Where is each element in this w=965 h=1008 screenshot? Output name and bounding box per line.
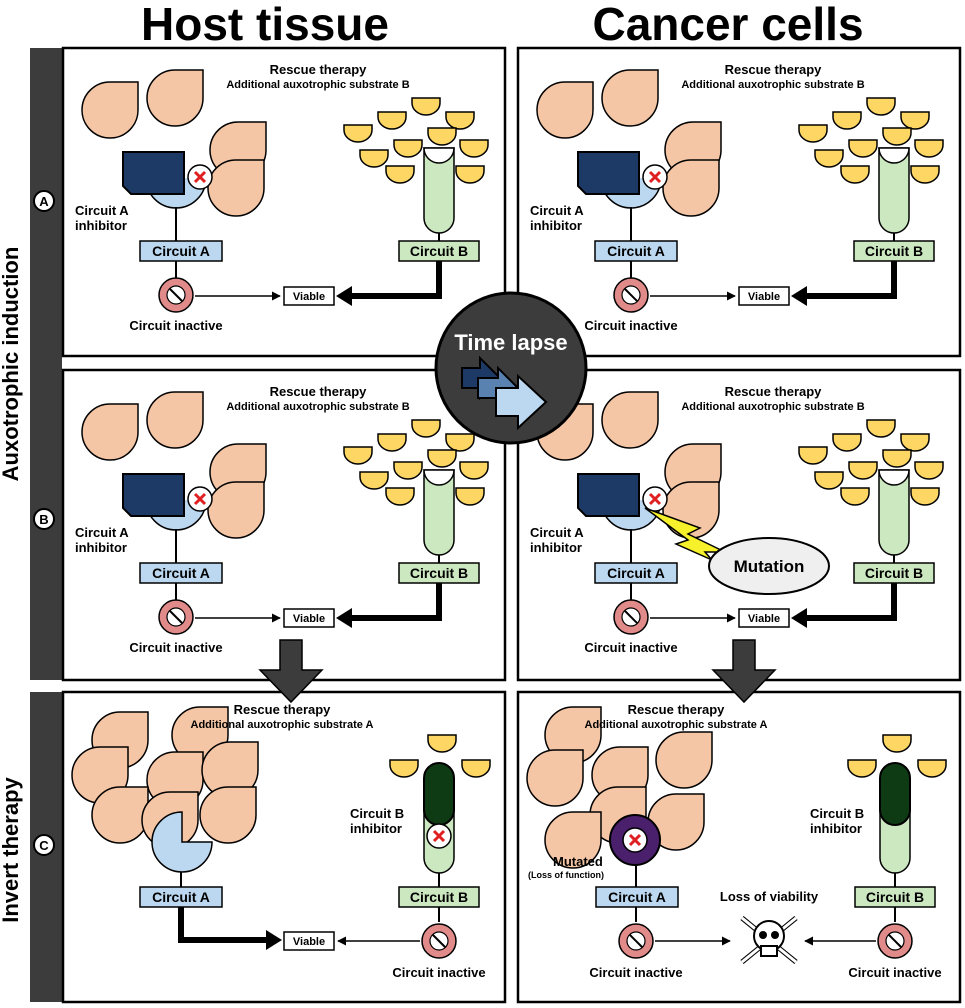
substrate-b-label: Additional auxotrophic substrate B <box>226 79 409 91</box>
down-arrow-host <box>258 639 324 704</box>
substrate-a-label: Additional auxotrophic substrate A <box>191 719 374 731</box>
circuit-b-box: Circuit B <box>866 889 924 905</box>
circuit-a-box: Circuit A <box>152 565 210 581</box>
circuit-b-box: Circuit B <box>865 565 923 581</box>
inhibitor-a-label-2: inhibitor <box>75 218 127 233</box>
svg-text:C: C <box>39 838 49 853</box>
svg-text:B: B <box>39 512 48 527</box>
substrate-b-label: Additional auxotrophic substrate B <box>681 79 864 91</box>
substrate-b-label: Additional auxotrophic substrate B <box>681 401 864 413</box>
inactive-label: Circuit inactive <box>584 318 677 333</box>
mutation-callout: Mutation <box>644 507 830 595</box>
panel-b-cancer-labels: Rescue therapy Additional auxotrophic su… <box>530 384 923 655</box>
time-lapse-badge: Time lapse <box>434 291 588 445</box>
viable-label: Viable <box>748 291 780 303</box>
inactive-label: Circuit inactive <box>584 640 677 655</box>
viable-label: Viable <box>293 291 325 303</box>
inactive-label: Circuit inactive <box>129 318 222 333</box>
viable-label: Viable <box>293 936 325 948</box>
inhibitor-a-label-2: inhibitor <box>75 540 127 555</box>
inactive-label: Circuit inactive <box>848 965 941 980</box>
inhibitor-a-label: Circuit A <box>75 525 129 540</box>
inhibitor-a-label-2: inhibitor <box>530 540 582 555</box>
inhibitor-a-label-2: inhibitor <box>530 218 582 233</box>
inhibitor-b-label: Circuit B <box>350 806 404 821</box>
marker-a: A <box>33 190 55 212</box>
rescue-therapy-label: Rescue therapy <box>234 702 332 717</box>
panel-c-cancer-labels: Rescue therapy Additional auxotrophic su… <box>528 702 942 980</box>
circuit-a-box: Circuit A <box>607 243 665 259</box>
inhibitor-b-label-2: inhibitor <box>350 821 402 836</box>
rescue-therapy-label: Rescue therapy <box>628 702 726 717</box>
inactive-label: Circuit inactive <box>589 965 682 980</box>
inactive-label: Circuit inactive <box>392 965 485 980</box>
circuit-a-box: Circuit A <box>152 243 210 259</box>
rescue-therapy-label: Rescue therapy <box>270 384 368 399</box>
circuit-a-box: Circuit A <box>607 565 665 581</box>
marker-c: C <box>33 834 55 856</box>
circuit-a-box: Circuit A <box>152 889 210 905</box>
panel-c-host-labels: Rescue therapy Additional auxotrophic su… <box>152 702 486 980</box>
side-label-invert: Invert therapy <box>0 776 23 922</box>
circuit-b-box: Circuit B <box>410 565 468 581</box>
circuit-b-box: Circuit B <box>410 889 468 905</box>
svg-text:A: A <box>39 194 49 209</box>
substrate-a-label: Additional auxotrophic substrate A <box>585 719 768 731</box>
down-arrow-cancer <box>711 639 777 704</box>
viable-label: Viable <box>748 613 780 625</box>
circuit-a-box: Circuit A <box>608 889 666 905</box>
loss-of-viability-label: Loss of viability <box>720 889 819 904</box>
header-host-tissue: Host tissue <box>141 0 389 50</box>
mutation-label: Mutation <box>734 557 805 576</box>
rescue-therapy-label: Rescue therapy <box>725 384 823 399</box>
panel-c-cancer-content <box>526 706 947 964</box>
rescue-therapy-label: Rescue therapy <box>725 62 823 77</box>
panel-a-host-labels: Rescue therapy Additional auxotrophic su… <box>75 62 468 333</box>
viable-label: Viable <box>293 613 325 625</box>
panel-b-host-labels: Rescue therapy Additional auxotrophic su… <box>75 384 468 655</box>
panel-a-cancer-labels: Rescue therapy Additional auxotrophic su… <box>530 62 923 333</box>
mutated-label: Mutated <box>553 854 603 869</box>
circuit-b-box: Circuit B <box>410 243 468 259</box>
sidebar-auxotrophic <box>30 48 62 680</box>
inhibitor-a-label: Circuit A <box>530 525 584 540</box>
inhibitor-b-label: Circuit B <box>810 806 864 821</box>
time-lapse-title: Time lapse <box>454 330 567 355</box>
circuit-b-box: Circuit B <box>865 243 923 259</box>
inhibitor-b-label-2: inhibitor <box>810 821 862 836</box>
side-label-auxotrophic: Auxotrophic induction <box>0 247 23 482</box>
mutated-label-2: (Loss of function) <box>528 870 604 880</box>
header-cancer-cells: Cancer cells <box>592 0 863 50</box>
inhibitor-a-label: Circuit A <box>530 203 584 218</box>
inactive-label: Circuit inactive <box>129 640 222 655</box>
skull-icon <box>740 916 798 964</box>
substrate-b-label: Additional auxotrophic substrate B <box>226 401 409 413</box>
marker-b: B <box>33 508 55 530</box>
rescue-therapy-label: Rescue therapy <box>270 62 368 77</box>
panel-c-host-content <box>71 706 491 959</box>
inhibitor-a-label: Circuit A <box>75 203 129 218</box>
